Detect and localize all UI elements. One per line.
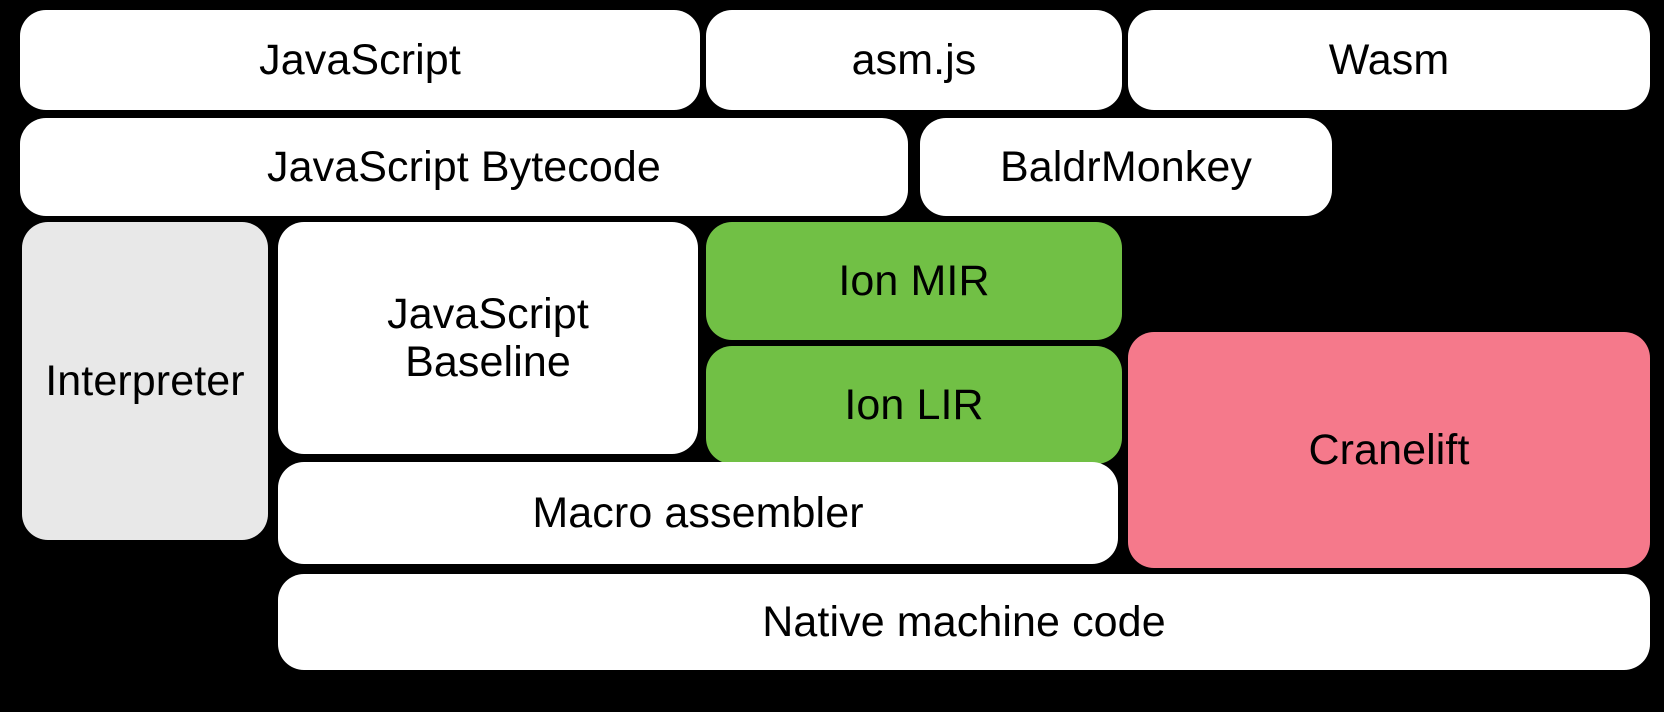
node-ion-mir[interactable]: Ion MIR <box>706 222 1122 340</box>
node-interpreter[interactable]: Interpreter <box>22 222 268 540</box>
node-javascript[interactable]: JavaScript <box>20 10 700 110</box>
node-wasm[interactable]: Wasm <box>1128 10 1650 110</box>
node-cranelift[interactable]: Cranelift <box>1128 332 1650 568</box>
node-macro-assembler[interactable]: Macro assembler <box>278 462 1118 564</box>
node-asmjs[interactable]: asm.js <box>706 10 1122 110</box>
node-native-machine-code[interactable]: Native machine code <box>278 574 1650 670</box>
node-javascript-bytecode[interactable]: JavaScript Bytecode <box>20 118 908 216</box>
node-javascript-baseline[interactable]: JavaScript Baseline <box>278 222 698 454</box>
node-ion-lir[interactable]: Ion LIR <box>706 346 1122 464</box>
node-baldrmonkey[interactable]: BaldrMonkey <box>920 118 1332 216</box>
